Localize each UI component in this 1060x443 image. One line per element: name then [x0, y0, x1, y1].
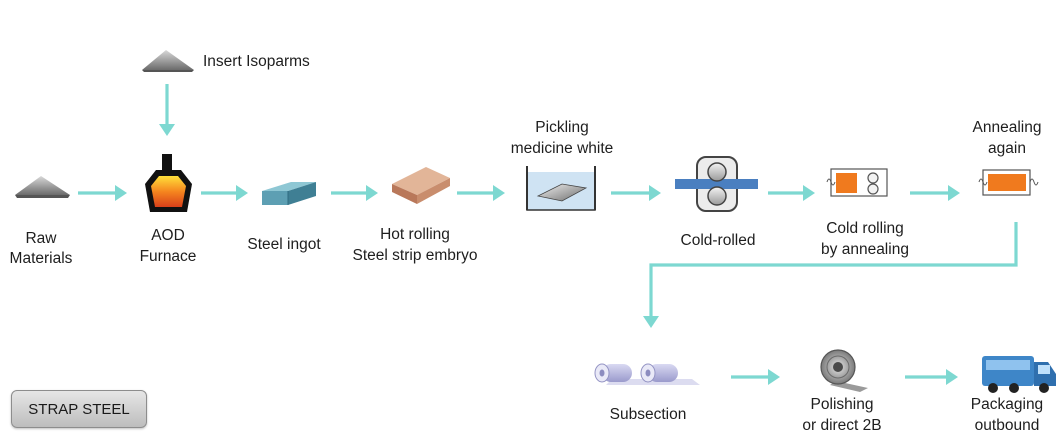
arrow-insert-to-furnace	[159, 84, 175, 136]
label-steel-ingot: Steel ingot	[247, 236, 321, 253]
aod-furnace-icon	[145, 154, 192, 212]
steel-ingot-icon	[262, 182, 316, 205]
label-aod-line1: AOD	[151, 227, 185, 244]
polished-coil-icon	[820, 349, 868, 392]
arrow-polishing-to-packaging	[905, 369, 958, 385]
label-aod-line2: Furnace	[140, 248, 197, 265]
isoparms-pile-icon	[142, 50, 194, 72]
label-hot-rolling-line1: Hot rolling	[380, 226, 450, 243]
label-pickling-line2: medicine white	[511, 140, 614, 157]
reannealing-furnace-icon	[978, 169, 1039, 196]
pickling-tank-icon	[526, 166, 596, 211]
annealing-furnace-icon	[826, 168, 888, 197]
steel-strip-icon	[392, 167, 450, 204]
label-raw-materials-line1: Raw	[25, 230, 57, 247]
label-polishing-line1: Polishing	[811, 396, 874, 413]
label-cold-rolling-annealing-line1: Cold rolling	[826, 220, 904, 237]
arrow-ingot-to-hot-rolling	[331, 185, 378, 201]
delivery-truck-icon	[982, 356, 1056, 393]
arrow-hot-rolling-to-pickling	[457, 185, 505, 201]
label-annealing-again-line2: again	[988, 140, 1026, 157]
arrow-raw-to-furnace	[78, 185, 127, 201]
flow-arrows	[78, 84, 1018, 385]
arrow-subsection-to-polishing	[731, 369, 780, 385]
label-raw-materials-line2: Materials	[10, 250, 73, 267]
arrow-annealing-to-subsection	[643, 222, 1018, 328]
arrow-cold-rolled-to-cold-annealing	[768, 185, 815, 201]
label-cold-rolling-annealing-line2: by annealing	[821, 241, 909, 258]
label-cold-rolled: Cold-rolled	[681, 232, 756, 249]
label-annealing-again-line1: Annealing	[973, 119, 1042, 136]
label-subsection: Subsection	[610, 406, 687, 423]
label-pickling-line1: Pickling	[535, 119, 588, 136]
arrow-furnace-to-ingot	[201, 185, 248, 201]
subsection-coils-icon	[594, 363, 700, 385]
label-packaging-line1: Packaging	[971, 396, 1043, 413]
label-polishing-line2: or direct 2B	[802, 417, 881, 434]
raw-materials-pile-icon	[15, 176, 70, 198]
label-hot-rolling-line2: Steel strip embryo	[353, 247, 478, 264]
label-insert-isoparms: Insert Isoparms	[203, 53, 310, 70]
strap-steel-badge: STRAP STEEL	[11, 390, 147, 428]
arrow-cold-annealing-to-annealing	[910, 185, 960, 201]
arrow-pickling-to-cold-rolled	[611, 185, 661, 201]
label-packaging-line2: outbound	[975, 417, 1040, 434]
cold-rolling-mill-icon	[675, 156, 758, 212]
